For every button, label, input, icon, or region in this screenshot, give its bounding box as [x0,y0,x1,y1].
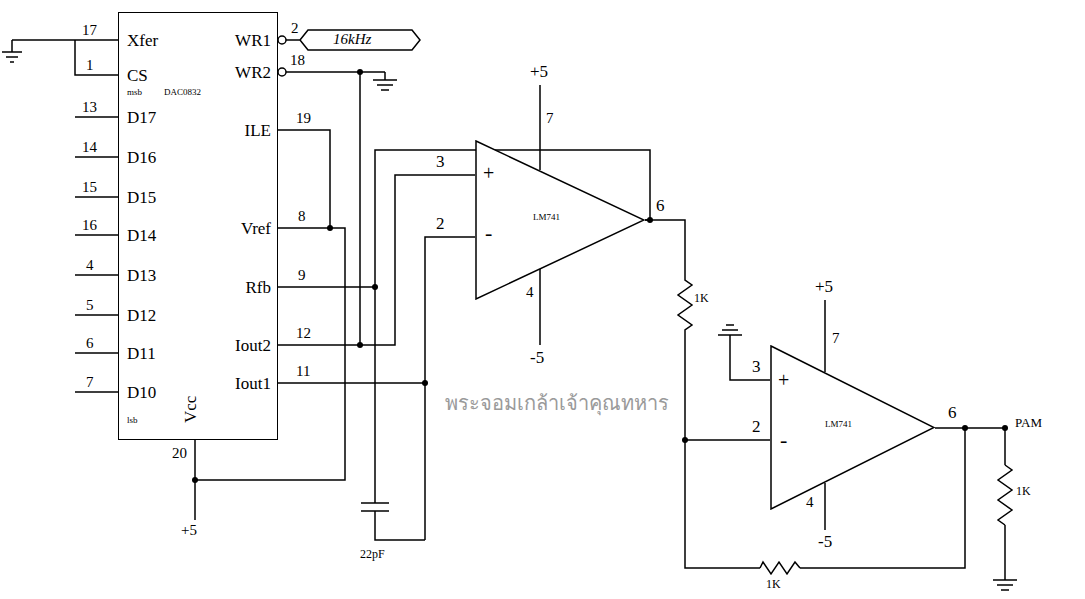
watermark: พระจอมเกล้าเจ้าคุณทหาร [445,392,669,415]
pin-number: 3 [752,357,761,377]
pin-name: msb [127,87,142,97]
pin-name: D15 [127,188,156,208]
pin-name: Xfer [127,31,158,51]
pin-number: 7 [86,374,94,391]
pin-name: Iout1 [235,374,271,394]
wire-connector [278,175,475,345]
pin-number: 6 [656,196,665,216]
opamp-outline [770,345,935,510]
pin-name: WR2 [235,63,271,83]
pin-number: 20 [172,445,187,462]
pin-number: 7 [832,330,840,347]
pin-number: 19 [296,110,311,127]
pin-number: 4 [806,494,814,511]
opamp-text: - [780,427,787,452]
pin-number: 22pF [360,548,385,562]
opamp-text: - [485,220,492,245]
pin-name: Rfb [246,278,272,298]
pin-number: 14 [82,139,97,156]
pin-number: 2 [752,417,761,437]
pin-number: 15 [82,179,97,196]
wire-connector [278,237,475,383]
pin-number: -5 [530,348,544,368]
pin-number: 1K [1016,485,1031,499]
pin-name: Vcc [181,396,201,423]
pin-number: 12 [296,325,311,342]
pin-number: 1 [86,57,94,74]
pin-name: D10 [127,383,156,403]
pin-number: 11 [296,363,310,380]
opamp-triangle: + - LM741 [770,345,935,510]
opamp-outline [475,140,645,300]
opamp-text: LM741 [533,212,560,222]
pin-name: D16 [127,148,156,168]
pin-name: D12 [127,306,156,326]
pin-number: +5 [815,277,833,297]
pin-name: D17 [127,108,156,128]
pin-name: CS [127,66,148,86]
pin-number: 13 [82,99,97,116]
pin-number: 6 [86,335,94,352]
pin-number: 9 [298,267,306,284]
pin-number: +5 [530,62,548,82]
opamp-text: + [483,162,494,185]
pin-number: 1K [766,578,781,592]
opamp-triangle: + - LM741 [475,140,645,300]
pin-number: +5 [181,522,197,539]
pin-number: 2 [291,20,299,37]
pin-number: 4 [526,284,534,301]
pin-number: 16 [82,217,97,234]
pin-number: 4 [86,257,94,274]
opamp-text: + [778,369,789,392]
pin-name: D14 [127,226,156,246]
pin-number: 3 [436,152,445,172]
pin-name: WR1 [235,31,271,51]
opamp-text: LM741 [825,419,852,429]
pin-number: 7 [546,110,554,127]
pin-number: -5 [818,532,832,552]
pin-name: Vref [241,219,271,239]
pin-number: 5 [86,297,94,314]
pin-number: 6 [948,403,957,423]
clock-signal: 16kHz [333,31,371,48]
signal-name: PAM [1015,416,1042,431]
pin-name: D13 [127,266,156,286]
pin-name: DAC0832 [164,87,201,97]
dac-chip: XferCSmsb DAC0832D17D16D15D14D13D12D11D10… [118,12,278,440]
pin-number: 8 [298,208,306,225]
pin-name: Iout2 [235,336,271,356]
pin-name: D11 [127,344,156,364]
pin-number: 17 [82,22,97,39]
pin-name: ILE [245,121,271,141]
pin-number: 1K [694,292,709,306]
pin-number: 18 [290,52,305,69]
pin-number: 2 [436,214,445,234]
pin-name: lsb [127,415,138,425]
